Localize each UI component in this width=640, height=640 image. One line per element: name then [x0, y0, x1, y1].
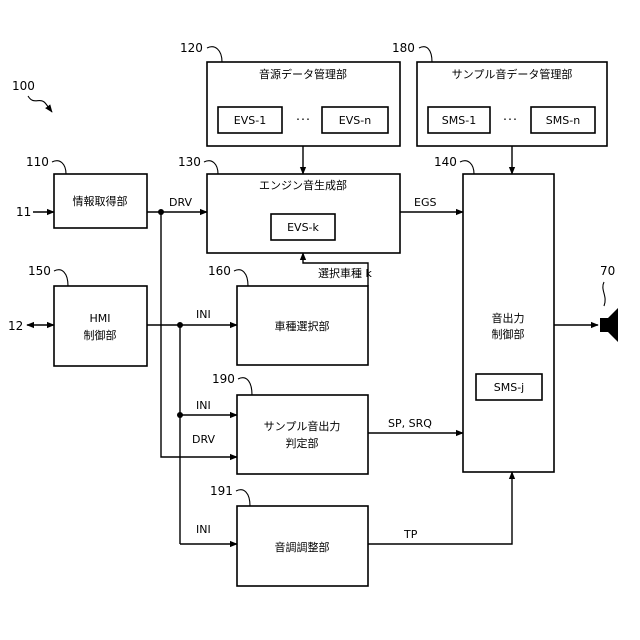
egs-label: EGS	[414, 196, 436, 209]
evs-ellipsis: ･･･	[296, 115, 311, 126]
ini-tone-label: INI	[196, 523, 211, 536]
sms-1-label: SMS-1	[442, 114, 476, 127]
tp-label: TP	[403, 528, 418, 541]
ref-140-leader	[460, 161, 474, 174]
ref-150-leader	[54, 270, 68, 286]
hmi-controller-label-2: 制御部	[84, 328, 117, 342]
ref-160-leader	[234, 270, 248, 286]
sound-output-controller-label-2: 制御部	[492, 327, 525, 341]
sample-output-judge-block	[237, 395, 368, 474]
ref-180: 180	[392, 41, 415, 55]
sound-output-controller-label-1: 音出力	[492, 311, 525, 325]
ref-70: 70	[600, 264, 615, 278]
ref-191-leader	[236, 490, 250, 506]
evs-n-label: EVS-n	[339, 114, 371, 127]
ref-191: 191	[210, 484, 233, 498]
sms-j-label: SMS-j	[494, 381, 524, 394]
ref-190-leader	[238, 378, 252, 395]
ref-150: 150	[28, 264, 51, 278]
tp-arrow	[368, 472, 512, 544]
evs-k-label: EVS-k	[287, 221, 319, 234]
sp-srq-label: SP, SRQ	[388, 417, 432, 430]
speaker-icon	[600, 308, 618, 342]
sound-source-data-manager-label: 音源データ管理部	[259, 67, 347, 81]
hmi-controller-label-1: HMI	[89, 312, 110, 325]
drv-judge-label: DRV	[192, 433, 216, 446]
ref-130: 130	[178, 155, 201, 169]
sms-ellipsis: ･･･	[503, 115, 518, 126]
ini-vehicle-label: INI	[196, 308, 211, 321]
ref-12: 12	[8, 319, 23, 333]
ref-120-leader	[207, 47, 222, 62]
ref-190: 190	[212, 372, 235, 386]
hmi-controller-block	[54, 286, 147, 366]
sms-n-label: SMS-n	[546, 114, 580, 127]
ref-130-leader	[204, 161, 218, 174]
vehicle-type-selector-label: 車種選択部	[275, 319, 330, 333]
ref-70-leader	[603, 282, 605, 306]
ref-140: 140	[434, 155, 457, 169]
sample-output-judge-label-1: サンプル音出力	[264, 419, 341, 433]
ref-110-leader	[52, 161, 66, 174]
ref-110: 110	[26, 155, 49, 169]
ref-100: 100	[12, 79, 35, 93]
info-acquisition-label: 情報取得部	[73, 194, 128, 208]
engine-sound-generator-label: エンジン音生成部	[259, 178, 347, 192]
ref-160: 160	[208, 264, 231, 278]
drv-top-label: DRV	[169, 196, 193, 209]
tone-adjuster-label: 音調調整部	[275, 540, 330, 554]
evs-1-label: EVS-1	[234, 114, 266, 127]
sample-sound-data-manager-label: サンプル音データ管理部	[452, 67, 573, 81]
sample-output-judge-label-2: 判定部	[286, 436, 319, 450]
ref-11: 11	[16, 205, 31, 219]
ref-180-leader	[419, 47, 432, 62]
selected-vehicle-type-label: 選択車種 k	[318, 266, 372, 280]
ini-judge-label: INI	[196, 399, 211, 412]
ref-100-arrow	[28, 96, 52, 112]
ref-120: 120	[180, 41, 203, 55]
